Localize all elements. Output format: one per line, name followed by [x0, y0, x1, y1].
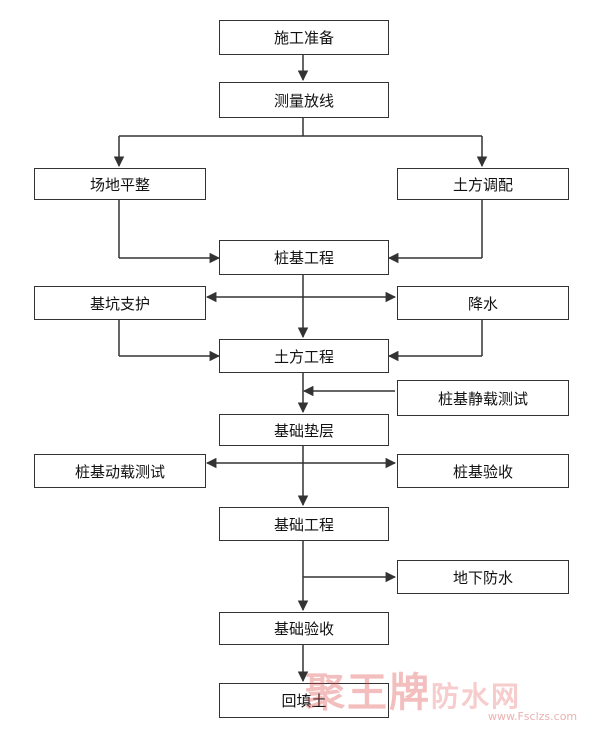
node-construction-prep: 施工准备 [219, 20, 389, 55]
node-site-leveling: 场地平整 [34, 168, 206, 200]
node-pit-support: 基坑支护 [34, 286, 206, 320]
node-earthwork: 土方工程 [219, 339, 389, 373]
node-foundation-cushion: 基础垫层 [219, 414, 389, 446]
node-earth-allocation: 土方调配 [397, 168, 569, 200]
watermark-url: www.Fsclzs.com [488, 710, 578, 723]
node-pile-static-test: 桩基静载测试 [397, 380, 569, 416]
node-dewatering: 降水 [397, 286, 569, 320]
watermark-logo: 聚王牌防水网 [305, 660, 521, 718]
node-survey-layout: 测量放线 [219, 82, 389, 118]
node-backfill: 回填土 [219, 683, 389, 718]
node-foundation-works: 基础工程 [219, 507, 389, 541]
node-pile-dynamic-test: 桩基动载测试 [34, 454, 206, 488]
node-pile-foundation: 桩基工程 [219, 240, 389, 275]
node-foundation-acceptance: 基础验收 [219, 612, 389, 645]
node-underground-waterproof: 地下防水 [397, 560, 569, 594]
watermark-brand: 聚王牌 [305, 670, 431, 716]
watermark-tail: 防水网 [431, 680, 522, 713]
node-pile-acceptance: 桩基验收 [397, 454, 569, 488]
